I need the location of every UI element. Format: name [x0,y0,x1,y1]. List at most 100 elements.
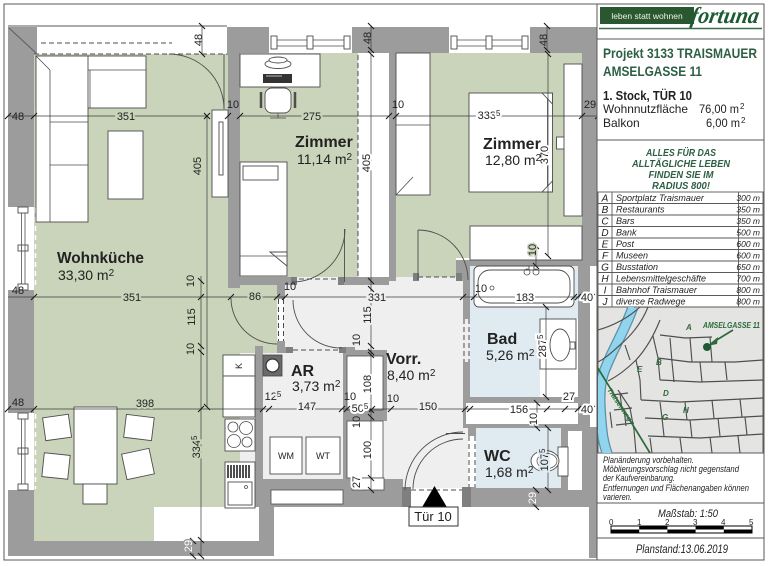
svg-text:183: 183 [516,292,534,304]
svg-text:600 m: 600 m [736,251,760,261]
svg-text:Balkon: Balkon [603,116,640,130]
svg-text:E: E [637,365,643,374]
svg-text:800 m: 800 m [736,297,760,307]
svg-text:AMSELGASSE 11: AMSELGASSE 11 [702,321,760,330]
svg-text:Tür 10: Tür 10 [414,509,452,524]
svg-text:Lebensmittelgeschäfte: Lebensmittelgeschäfte [616,274,706,284]
svg-text:27: 27 [351,476,363,488]
svg-text:C: C [601,217,609,228]
svg-text:FINDEN SIE IM: FINDEN SIE IM [649,169,714,181]
svg-text:800 m: 800 m [736,285,760,295]
svg-text:Bank: Bank [616,228,637,238]
svg-text:29: 29 [584,99,596,111]
svg-text:der Kaufvereinbarung.: der Kaufvereinbarung. [603,473,675,484]
svg-text:B: B [602,205,609,216]
svg-text:AR: AR [291,363,315,380]
svg-text:650 m: 650 m [736,262,760,272]
svg-text:Restaurants: Restaurants [616,205,665,215]
svg-text:48: 48 [12,111,24,123]
svg-text:Vorr.: Vorr. [386,351,421,368]
svg-text:76,00 m: 76,00 m [699,102,739,116]
svg-text:405: 405 [192,157,204,175]
svg-text:WT: WT [316,451,330,461]
svg-text:fortuna: fortuna [689,3,762,29]
svg-text:10: 10 [185,343,197,355]
svg-text:10: 10 [185,275,197,287]
svg-text:1,68 m2: 1,68 m2 [485,464,534,480]
svg-text:86: 86 [249,291,261,303]
svg-text:500 m: 500 m [736,228,760,238]
svg-text:10: 10 [387,393,399,405]
svg-text:H: H [683,406,689,415]
svg-text:350 m: 350 m [736,216,760,226]
svg-text:12,80 m2: 12,80 m2 [485,152,542,168]
svg-text:275: 275 [303,111,321,123]
svg-text:I: I [604,286,607,297]
svg-text:0: 0 [609,518,614,527]
svg-text:40: 40 [581,404,593,416]
svg-text:F: F [602,251,609,262]
svg-text:29: 29 [527,492,539,504]
svg-text:27: 27 [563,391,575,403]
svg-text:48: 48 [12,285,24,297]
svg-text:700 m: 700 m [736,274,760,284]
svg-text:10: 10 [351,334,363,346]
svg-text:Planänderung vorbehalten.: Planänderung vorbehalten. [603,455,694,466]
svg-text:147: 147 [298,401,316,413]
svg-text:10: 10 [528,413,540,425]
svg-text:6,00 m: 6,00 m [706,116,740,130]
svg-text:WC: WC [484,448,511,465]
svg-text:150: 150 [419,401,437,413]
svg-text:A: A [601,194,609,205]
svg-text:Museen: Museen [616,251,648,261]
svg-text:10: 10 [351,416,363,428]
svg-text:Projekt 3133 TRAISMAUER: Projekt 3133 TRAISMAUER [603,45,757,61]
svg-text:10: 10 [284,281,296,293]
svg-text:Bahnhof Traismauer: Bahnhof Traismauer [616,285,698,295]
svg-text:115: 115 [362,306,374,324]
svg-text:33,30 m2: 33,30 m2 [58,267,115,283]
svg-text:Post: Post [616,239,635,249]
svg-text:40: 40 [581,292,593,304]
svg-text:G: G [601,263,609,274]
svg-text:ALLES FÜR DAS: ALLES FÜR DAS [645,146,716,159]
svg-text:370: 370 [539,146,551,164]
svg-text:10: 10 [392,99,404,111]
svg-text:10: 10 [527,244,539,256]
svg-text:11,14 m2: 11,14 m2 [297,151,353,167]
svg-text:2875: 2875 [536,334,549,357]
svg-text:RADIUS 800!: RADIUS 800! [652,180,710,192]
svg-text:4: 4 [721,518,726,527]
svg-text:Sportplatz Traismauer: Sportplatz Traismauer [616,193,705,203]
svg-text:351: 351 [117,111,135,123]
svg-text:1: 1 [637,518,642,527]
svg-text:331: 331 [368,292,386,304]
svg-text:5: 5 [749,518,754,527]
svg-text:10: 10 [344,391,356,403]
svg-text:Wohnnutzfläche: Wohnnutzfläche [603,102,688,116]
svg-text:3,73 m2: 3,73 m2 [292,378,341,394]
svg-text:Planstand:13.06.2019: Planstand:13.06.2019 [636,544,728,556]
svg-text:Wohnküche: Wohnküche [57,250,144,267]
svg-text:350 m: 350 m [736,205,760,215]
svg-text:A: A [685,323,692,332]
svg-text:Bars: Bars [616,216,635,226]
svg-text:Bad: Bad [487,331,517,348]
svg-text:K: K [234,363,244,369]
svg-text:AMSELGASSE 11: AMSELGASSE 11 [603,63,702,79]
svg-text:5,26 m2: 5,26 m2 [486,347,535,363]
svg-text:3: 3 [693,518,698,527]
svg-text:8,40 m2: 8,40 m2 [387,367,436,383]
svg-text:D: D [663,389,669,398]
svg-text:115: 115 [186,308,198,326]
svg-text:48: 48 [193,34,205,46]
svg-text:600 m: 600 m [736,239,760,249]
svg-text:leben statt wohnen: leben statt wohnen [611,11,683,21]
svg-text:48: 48 [12,397,24,409]
svg-text:48: 48 [538,34,550,46]
svg-text:J: J [602,297,609,308]
svg-text:10: 10 [475,283,487,295]
svg-text:300 m: 300 m [736,193,760,203]
svg-text:Zimmer: Zimmer [295,134,353,151]
svg-text:D: D [601,228,608,239]
